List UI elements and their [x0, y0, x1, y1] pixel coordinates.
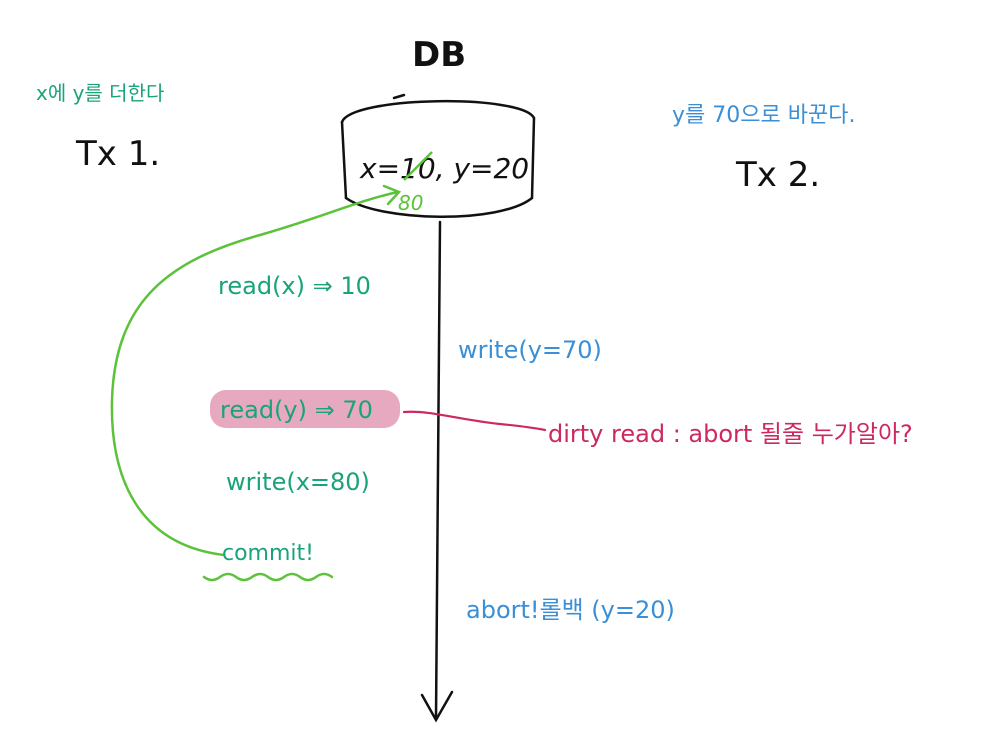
dirty-read-callout: dirty read : abort 될줄 누가알아? [548, 420, 913, 448]
commit-writeback-arrow [110, 184, 402, 557]
timeline-arrow [420, 220, 454, 723]
db-label: DB [412, 35, 466, 75]
dirty-read-highlight [210, 390, 400, 428]
db-x-strike [403, 151, 433, 181]
tx1-step-write-x: write(x=80) [226, 468, 370, 496]
dirty-read-callout-line [402, 410, 547, 432]
tx1-note: x에 y를 더한다 [36, 81, 164, 105]
tx1-step-read-x: read(x) ⇒ 10 [218, 272, 371, 300]
tx2-step-write-y: write(y=70) [458, 336, 602, 364]
tx1-title: Tx 1. [75, 134, 160, 174]
tx1-step-commit: commit! [222, 541, 314, 566]
db-cylinder [340, 93, 536, 218]
tx1-step-read-y: read(y) ⇒ 70 [220, 396, 373, 424]
commit-underline [202, 572, 334, 582]
tx2-title: Tx 2. [735, 155, 820, 195]
db-x-overwrite: 80 [398, 191, 423, 215]
tx2-step-abort: abort!롤백 (y=20) [466, 596, 675, 624]
db-contents: x=10, y=20 [359, 152, 529, 185]
tx2-note: y를 70으로 바꾼다. [672, 103, 855, 128]
